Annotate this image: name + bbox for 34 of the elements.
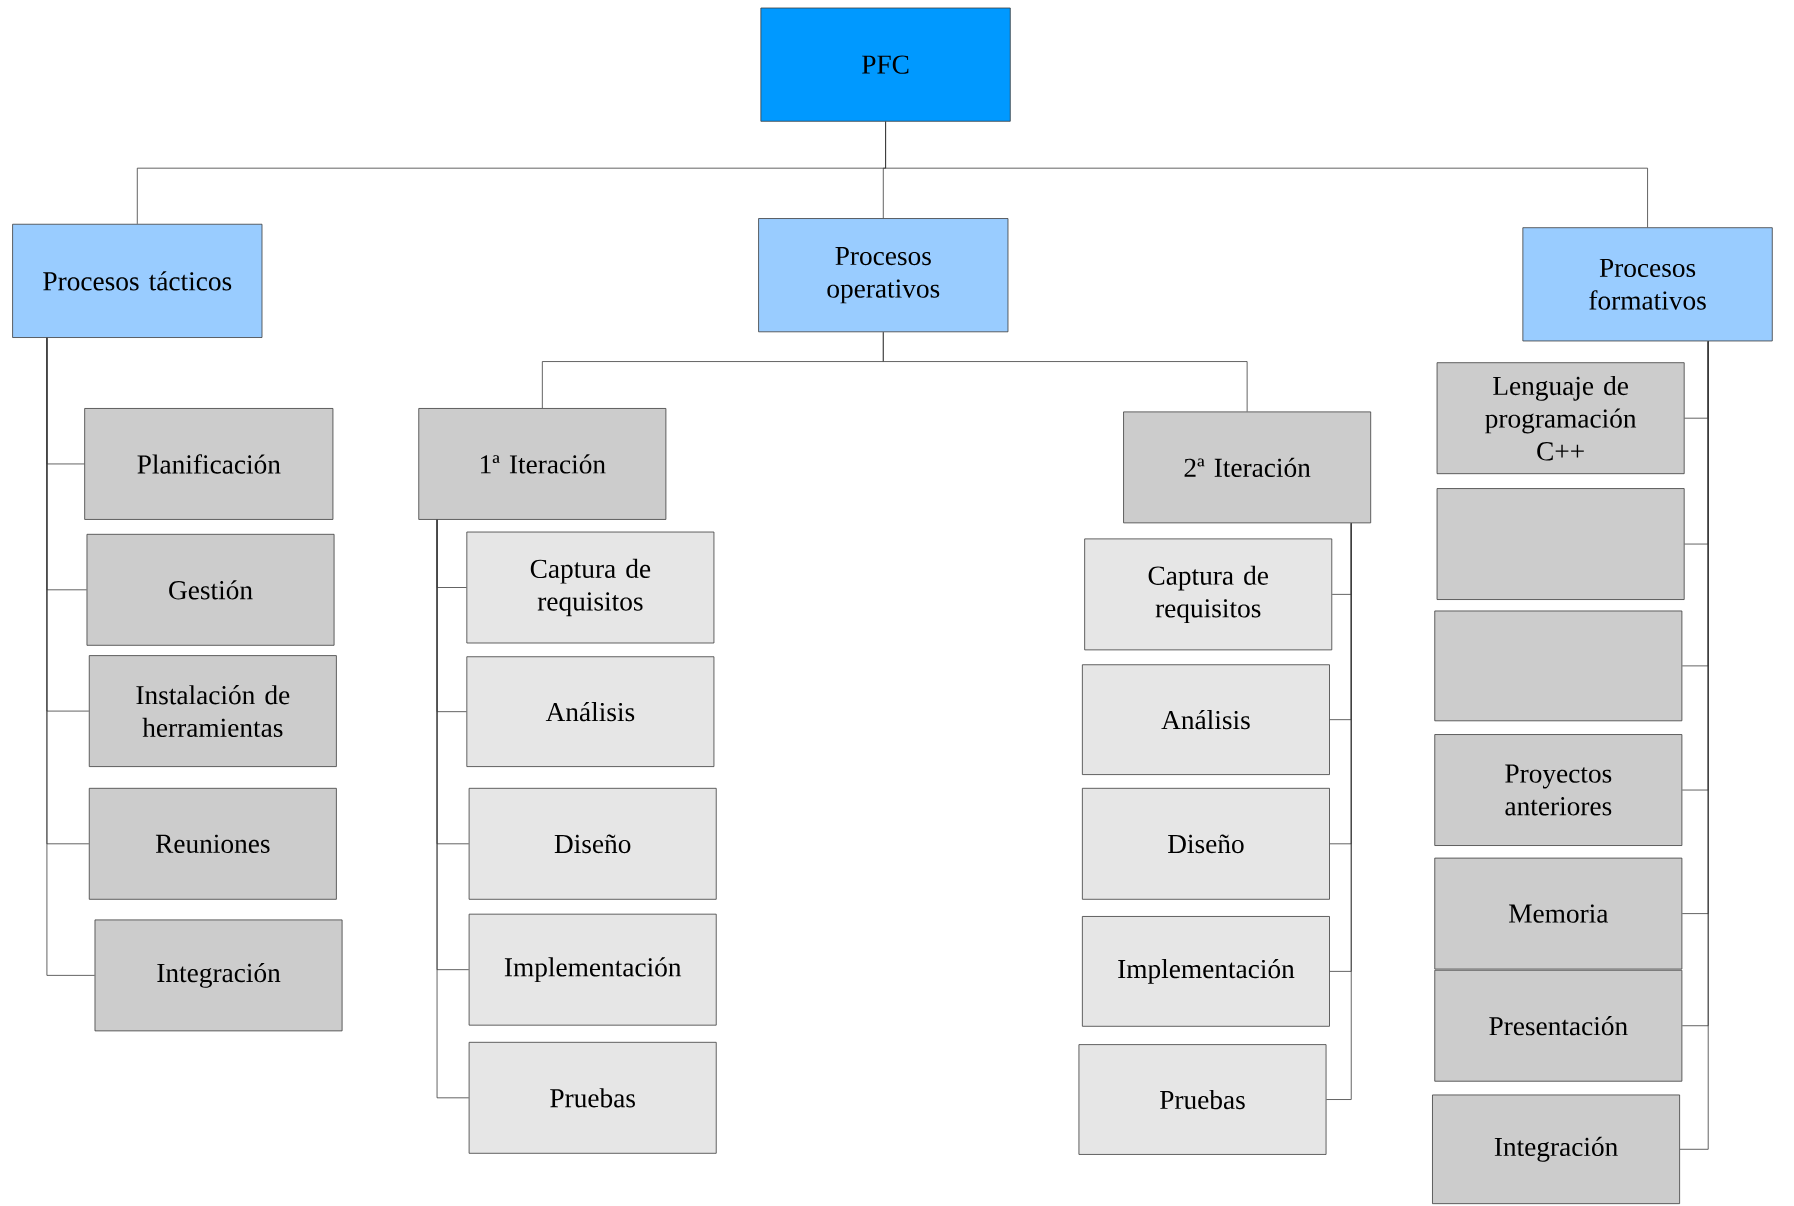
process-box: Procesos operativos: [758, 218, 1009, 333]
process-box: Diseño: [1081, 787, 1330, 900]
process-box: Proyectos anteriores: [1434, 734, 1683, 846]
process-box: PFC: [760, 7, 1011, 122]
process-box: Captura de requisitos: [1084, 538, 1333, 651]
process-box: Procesos tácticos: [12, 223, 263, 338]
process-box: Implementación: [468, 913, 717, 1026]
process-box: Planificación: [84, 408, 334, 520]
process-box: Integración: [94, 919, 343, 1032]
connector-line: [882, 331, 1248, 412]
process-box: Gestión: [86, 533, 335, 646]
process-box: Instalación de herramientas: [88, 655, 337, 767]
connector-line: [1679, 340, 1709, 1150]
process-box: 1ª Iteración: [418, 408, 667, 520]
empty-box: [1436, 488, 1685, 600]
connector-line: [885, 121, 1648, 228]
process-box: Pruebas: [1078, 1044, 1327, 1155]
process-box: Diseño: [468, 787, 717, 900]
connector-line: [46, 337, 95, 976]
process-box: Memoria: [1434, 857, 1683, 970]
process-box: 2ª Iteración: [1123, 411, 1372, 524]
process-box: Integración: [1432, 1094, 1680, 1205]
connector-line: [436, 519, 470, 1099]
process-box: Presentación: [1434, 969, 1683, 1082]
process-box: Procesos formativos: [1522, 227, 1773, 342]
process-box: Reuniones: [88, 787, 337, 900]
process-box: Pruebas: [468, 1041, 717, 1154]
connector-line: [1326, 522, 1352, 1100]
process-box: Análisis: [1081, 664, 1330, 775]
process-box: Implementación: [1081, 916, 1330, 1027]
process-box: Análisis: [466, 656, 715, 767]
process-box: Lenguaje de programación C++: [1436, 362, 1685, 475]
process-box: Captura de requisitos: [466, 531, 715, 644]
empty-box: [1434, 610, 1683, 722]
